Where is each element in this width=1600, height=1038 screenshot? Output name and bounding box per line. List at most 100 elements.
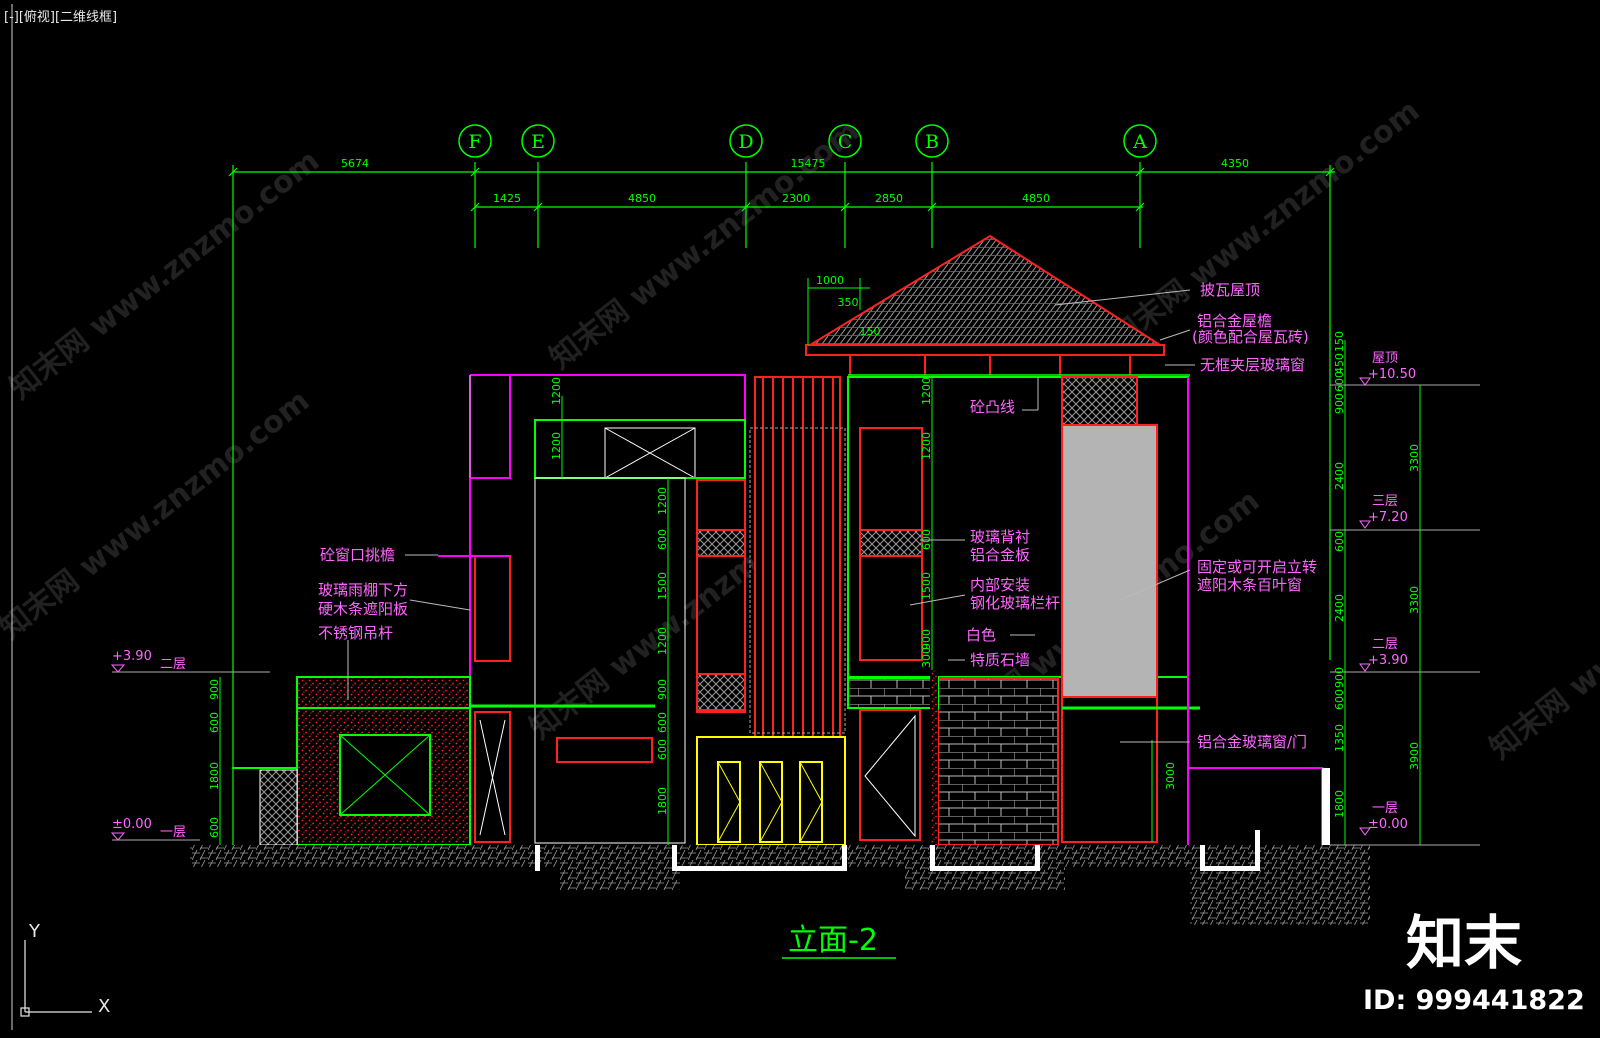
axis-grid	[228, 162, 1335, 860]
drawing-title-text: 立面-2	[788, 923, 878, 958]
watermark-brand: 知末	[1406, 909, 1522, 977]
axis-label-c: C	[838, 131, 853, 153]
watermark-diagonal: 知末网 www.znzmo.com	[1483, 503, 1600, 766]
dim-center-b: 300	[920, 647, 933, 668]
building	[232, 374, 1349, 906]
dim-right: 450	[1333, 353, 1346, 374]
dim-center-a: 1500	[656, 572, 669, 600]
note-roof: 披瓦屋顶	[1200, 281, 1260, 299]
dim-right: 900	[1333, 393, 1346, 414]
roof-dim-b: 150	[860, 325, 881, 338]
louver-tower	[754, 376, 841, 738]
note-concrete-ledge: 砼凸线	[970, 398, 1015, 416]
dim-right: 600	[1333, 531, 1346, 552]
dim-right: 2400	[1333, 462, 1346, 490]
viewport-label[interactable]: [-][俯视][二维线框]	[4, 10, 118, 25]
note-window-eave: 砼窗口挑檐	[320, 546, 395, 564]
roof: 1000 350 150	[805, 234, 1190, 376]
dim-center-b: 1200	[920, 377, 933, 405]
dim-center-a: 1200	[656, 487, 669, 515]
note-canopy-2: 硬木条遮阳板	[318, 600, 408, 618]
note-eave-2: (颜色配合屋瓦砖)	[1192, 328, 1309, 346]
ucs-x-label: X	[98, 996, 110, 1017]
note-canopy-1: 玻璃雨棚下方	[318, 581, 408, 599]
ucs-y-label: Y	[28, 921, 41, 942]
axis-label-f: F	[468, 131, 481, 153]
level-right-value: ±0.00	[1368, 817, 1408, 832]
level-right-name: 二层	[1372, 637, 1398, 652]
watermark-id: ID: 999441822	[1363, 985, 1585, 1016]
dim-center-a: 1200	[656, 627, 669, 655]
dimension-lines	[219, 340, 1480, 846]
watermark-diagonal: 知末网 www.znzmo.com	[3, 143, 326, 406]
level-right-value: +3.90	[1368, 653, 1408, 668]
axis-bubble-d	[729, 124, 763, 158]
stone-wall	[937, 677, 1059, 846]
ground	[190, 830, 1370, 925]
note-railing-1: 内部安装	[970, 576, 1030, 594]
axis-bubble-e	[521, 124, 555, 158]
dim-right-total: 3300	[1408, 586, 1421, 614]
ucs-icon: Y X	[20, 921, 110, 1017]
axis-label-b: B	[925, 131, 939, 153]
level-markers-left: +3.90 二层 ±0.00 一层	[110, 649, 270, 841]
louver-grey-panel	[1061, 424, 1158, 698]
dim-bay: 4850	[628, 192, 656, 205]
dim-right-total: 3300	[1408, 444, 1421, 472]
level-markers-right: 屋顶 +10.50 三层 +7.20 二层 +3.90 一层 ±0.00	[1359, 351, 1416, 836]
axis-label-e: E	[531, 131, 545, 153]
dim-3000: 3000	[1164, 762, 1177, 790]
note-alu-window: 铝合金玻璃窗/门	[1197, 733, 1307, 751]
dim-center-a: 600	[656, 529, 669, 550]
level-right-name: 三层	[1372, 494, 1398, 509]
dim-bay: 1425	[493, 192, 521, 205]
dim-bay: 2300	[782, 192, 810, 205]
note-louver-1: 固定或可开启立转	[1197, 558, 1317, 576]
dim-center-a: 900	[656, 679, 669, 700]
level-left-value: ±0.00	[112, 817, 152, 832]
dim-right: 2400	[1333, 594, 1346, 622]
dim-left: 900	[208, 679, 221, 700]
dim-right: 1800	[1333, 790, 1346, 818]
axis-bubble-b	[915, 124, 949, 158]
note-louver-2: 遮阳木条百叶窗	[1197, 576, 1302, 594]
dim-left: 600	[208, 817, 221, 838]
level-right-value: +7.20	[1368, 510, 1408, 525]
dim-right: 900	[1333, 667, 1346, 688]
leader-lines	[347, 289, 1195, 743]
dim-left: 600	[208, 712, 221, 733]
roof-dim-width: 1000	[816, 274, 844, 287]
level-left-name: 一层	[160, 825, 186, 840]
dim-center-b: 900	[920, 629, 933, 650]
dim-center-a: 1200	[550, 432, 563, 460]
checker-panel	[1061, 376, 1138, 426]
axis-bubble-f	[458, 124, 492, 158]
dim-overall-mid: 15475	[791, 157, 826, 170]
note-canopy-3: 不锈钢吊杆	[318, 624, 393, 642]
drawing-title: 立面-2	[782, 923, 896, 959]
dim-left: 1800	[208, 762, 221, 790]
dim-bay: 4850	[1022, 192, 1050, 205]
dim-center-b: 1200	[920, 432, 933, 460]
dim-bay: 2850	[875, 192, 903, 205]
axis-bubble-a	[1123, 124, 1157, 158]
dim-center-b: 1500	[920, 572, 933, 600]
level-left-value: +3.90	[112, 649, 152, 664]
note-glass-backing-2: 铝合金板	[970, 546, 1030, 564]
axis-bubble-c	[828, 124, 862, 158]
watermark-diagonal: 知末网 www.znzmo.com	[0, 383, 316, 646]
dim-right-total: 3900	[1408, 742, 1421, 770]
brand-watermark: 知末 ID: 999441822	[1363, 909, 1585, 1016]
dim-overall-left: 5674	[341, 157, 369, 170]
axis-label-d: D	[738, 131, 753, 153]
axis-bubbles	[458, 124, 1157, 158]
roof-eave	[805, 344, 1165, 356]
note-eave-1: 铝合金屋檐	[1197, 312, 1272, 330]
note-railing-2: 钢化玻璃栏杆	[970, 594, 1060, 612]
dim-right: 600	[1333, 689, 1346, 710]
level-right-name: 一层	[1372, 801, 1398, 816]
note-glass-backing-1: 玻璃背衬	[970, 528, 1030, 546]
dim-right: 1350	[1333, 724, 1346, 752]
dim-center-a: 1200	[550, 377, 563, 405]
